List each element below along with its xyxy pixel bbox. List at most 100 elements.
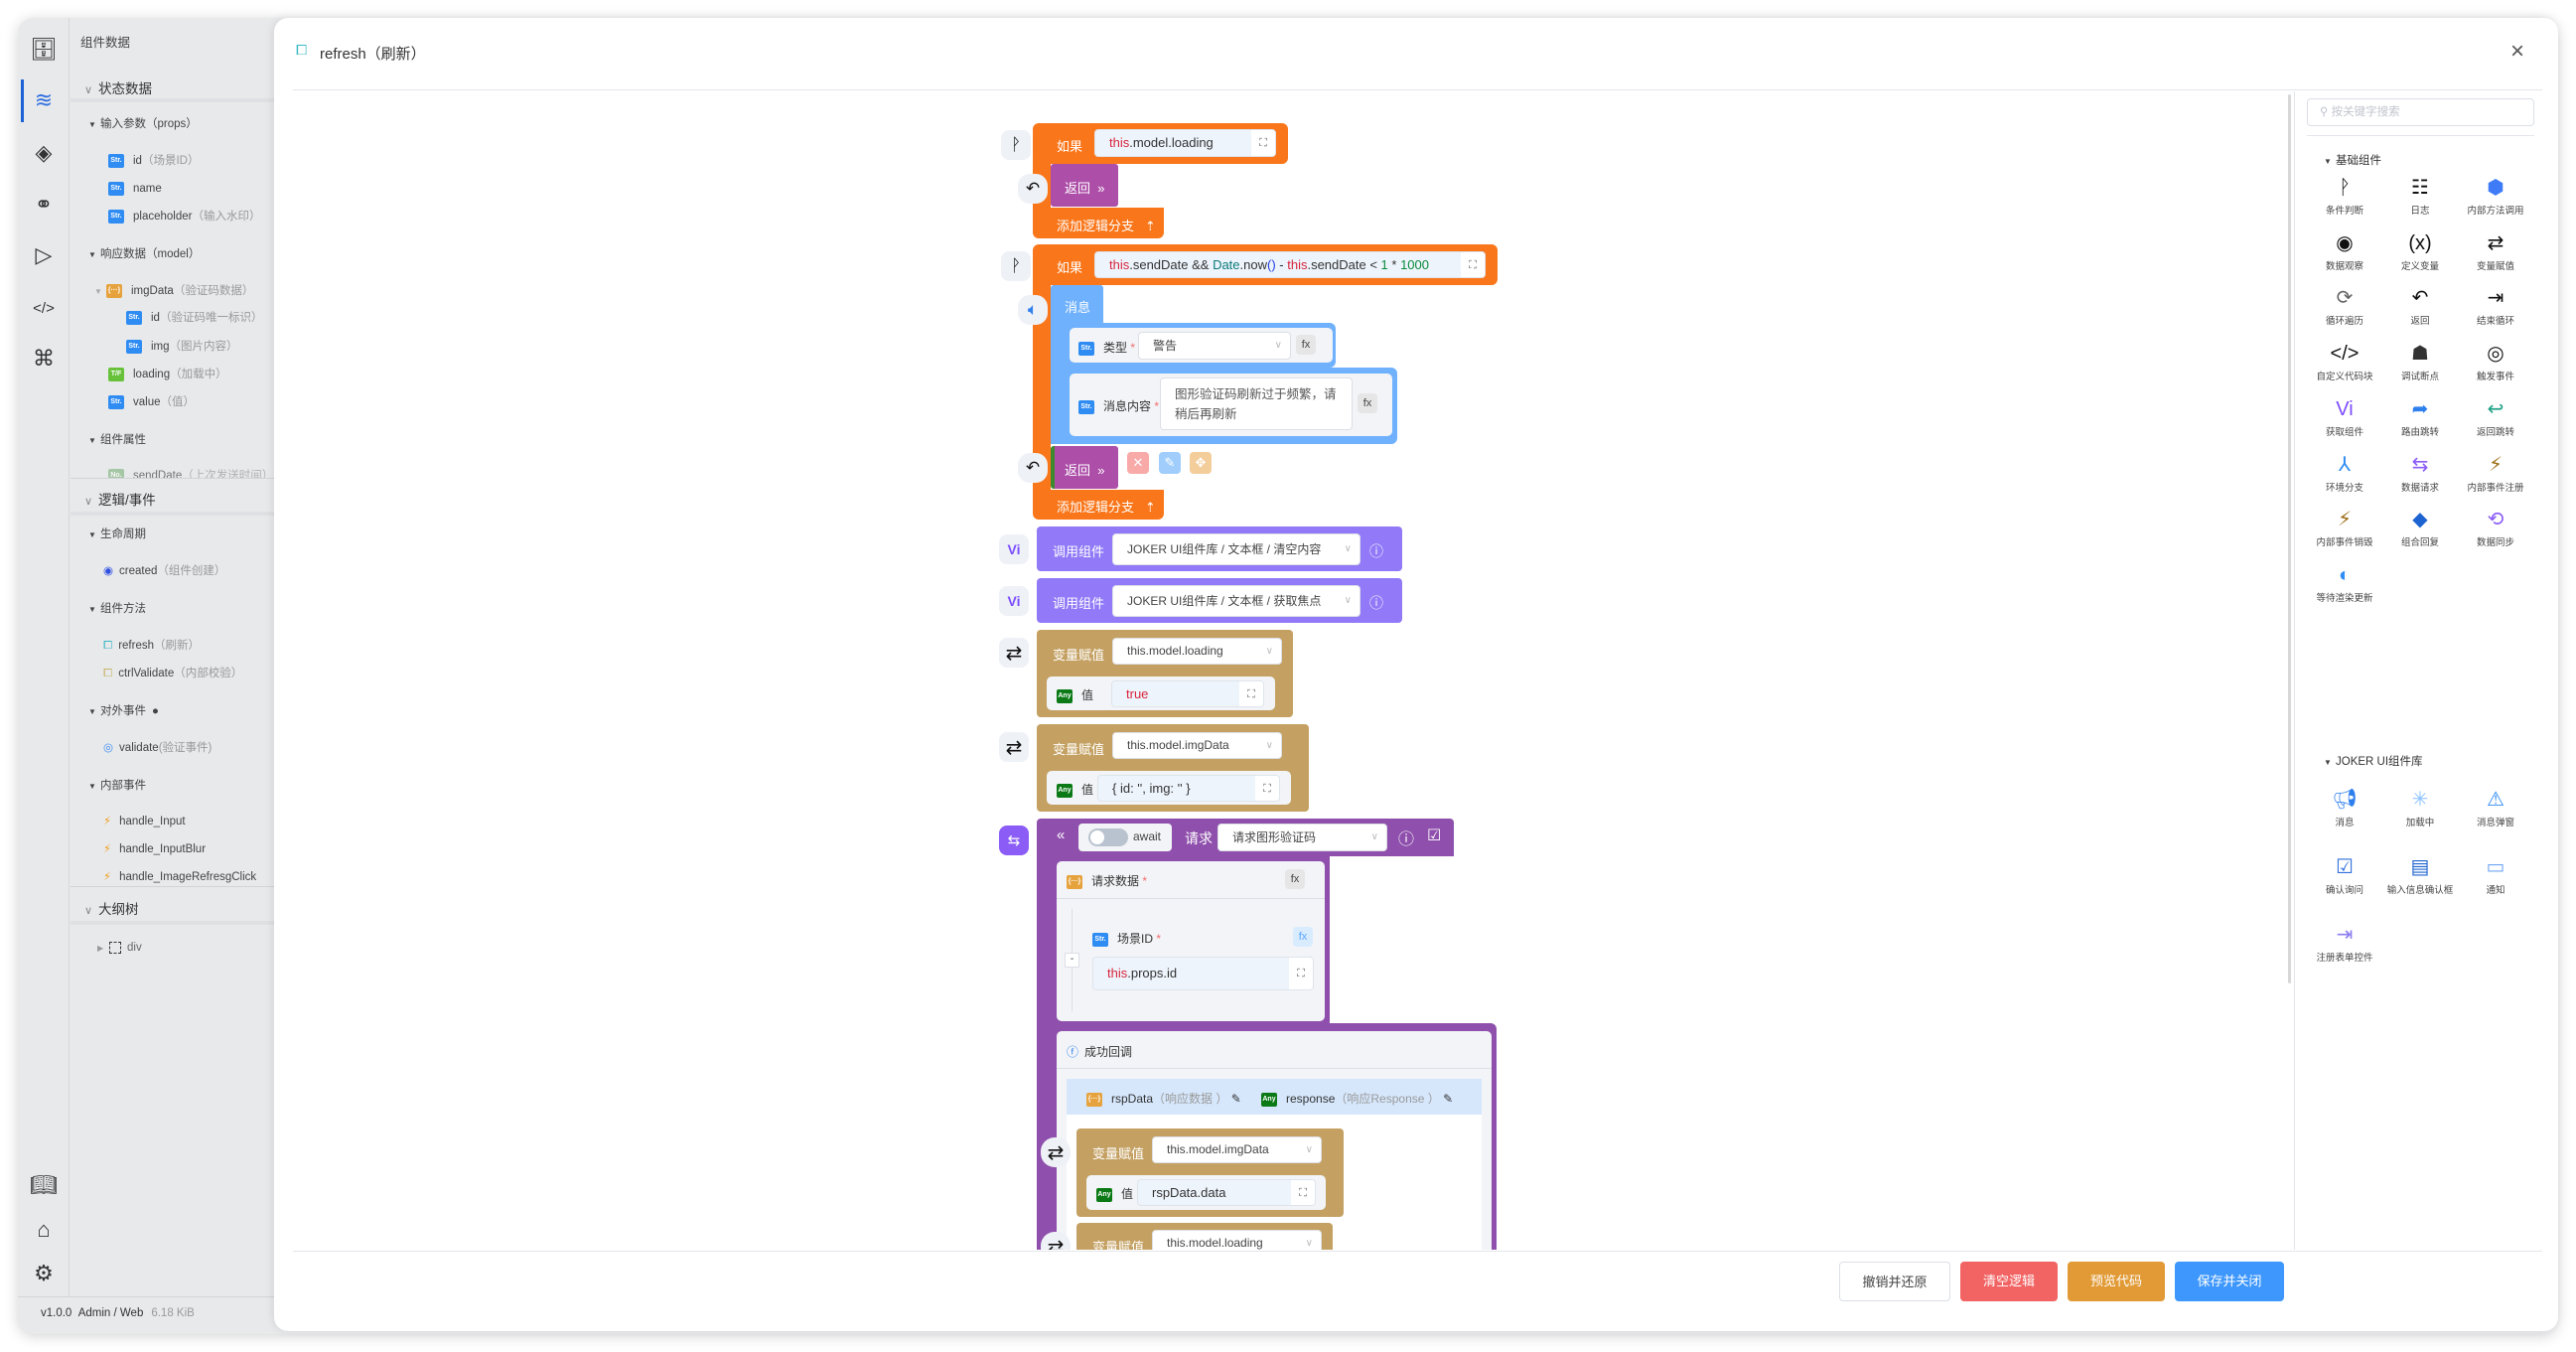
layers-icon[interactable]: ◈ bbox=[35, 140, 53, 165]
tree-item[interactable]: Str.id（验证码唯一标识） bbox=[126, 310, 262, 326]
clipboard-check-icon[interactable]: ☑ bbox=[1427, 827, 1442, 844]
target-variable-select[interactable]: this.model.imgData∨ bbox=[1152, 1136, 1322, 1163]
section-state-data[interactable]: ∨状态数据 bbox=[71, 77, 274, 97]
move-icon[interactable]: ✥ bbox=[1190, 452, 1212, 474]
info-icon[interactable]: ⓘ bbox=[1369, 543, 1383, 559]
vi-icon[interactable]: Vi bbox=[999, 534, 1029, 564]
palette-item[interactable]: ☷日志 bbox=[2382, 175, 2458, 217]
return-icon[interactable]: ↶ bbox=[1018, 453, 1048, 483]
content-textarea[interactable]: 图形验证码刷新过于频繁，请稍后再刷新 bbox=[1160, 377, 1353, 430]
fx-button[interactable]: fx bbox=[1296, 335, 1316, 355]
fx-button[interactable]: fx bbox=[1285, 869, 1305, 889]
palette-item[interactable]: ➦路由跳转 bbox=[2382, 396, 2458, 438]
basic-group-header[interactable]: ▼基础组件 bbox=[2324, 155, 2381, 167]
branch-icon[interactable]: ᚹ bbox=[1001, 130, 1031, 160]
plugin-icon[interactable]: ⚭ bbox=[34, 192, 54, 217]
fx-button[interactable]: fx bbox=[1293, 927, 1313, 947]
tree-item[interactable]: ⧠ctrlValidate（内部校验） bbox=[103, 666, 242, 681]
condition-input[interactable]: this.model.loading⛶ bbox=[1094, 129, 1276, 157]
data-layers-icon[interactable]: ≋ bbox=[34, 87, 54, 112]
branch-icon[interactable]: ᚹ bbox=[1001, 251, 1031, 281]
palette-item[interactable]: ⚠消息弹窗 bbox=[2458, 787, 2533, 828]
tree-item[interactable]: ◉created（组件创建） bbox=[103, 563, 225, 579]
debug-run-icon[interactable]: ▷ bbox=[35, 242, 53, 267]
assign-icon[interactable]: ⇄ bbox=[1041, 1137, 1071, 1167]
assign-icon[interactable]: ⇄ bbox=[999, 732, 1029, 762]
clear-logic-button[interactable]: 清空逻辑 bbox=[1960, 1262, 2058, 1301]
condition-input[interactable]: this.sendDate && Date.now() - this.sendD… bbox=[1094, 251, 1486, 278]
preview-code-button[interactable]: 预览代码 bbox=[2068, 1262, 2165, 1301]
tree-item[interactable]: Str.value（值） bbox=[108, 394, 195, 410]
tree-item[interactable]: ▼{···}imgData（验证码数据） bbox=[94, 283, 253, 300]
fx-button[interactable]: fx bbox=[1358, 393, 1377, 413]
palette-item[interactable]: </>自定义代码块 bbox=[2307, 341, 2382, 382]
palette-item[interactable]: ◆组合回复 bbox=[2382, 507, 2458, 548]
group-model[interactable]: ▼响应数据（model） bbox=[88, 246, 200, 263]
palette-item[interactable]: ⇥注册表单控件 bbox=[2307, 922, 2382, 964]
message-icon[interactable]: 🔈︎ bbox=[1018, 295, 1048, 325]
palette-item[interactable]: ▤输入信息确认框 bbox=[2382, 854, 2458, 896]
palette-item[interactable]: ⇆数据请求 bbox=[2382, 452, 2458, 494]
palette-item[interactable]: ◉数据观察 bbox=[2307, 230, 2382, 272]
delete-icon[interactable]: ✕ bbox=[1127, 452, 1149, 474]
page-icon[interactable]: 🗄︎ bbox=[30, 37, 58, 62]
joker-group-header[interactable]: ▼JOKER UI组件库 bbox=[2324, 756, 2423, 768]
tree-item[interactable]: Str.img（图片内容） bbox=[126, 339, 238, 355]
section-outline[interactable]: ∨大纲树 bbox=[71, 898, 274, 918]
value-input[interactable]: true⛶ bbox=[1111, 680, 1264, 707]
palette-search-input[interactable]: ⚲ 按关键字搜索 bbox=[2307, 98, 2534, 126]
group-attrs[interactable]: ▼组件属性 bbox=[88, 432, 146, 449]
palette-item[interactable]: ↶返回 bbox=[2382, 285, 2458, 327]
palette-item[interactable]: ◐等待渲染更新 bbox=[2307, 562, 2382, 604]
add-branch-button[interactable] bbox=[1033, 490, 1164, 520]
return-icon[interactable]: ↶ bbox=[1018, 174, 1048, 204]
message-block[interactable] bbox=[1051, 285, 1103, 325]
value-input[interactable]: { id: '', img: '' }⛶ bbox=[1097, 775, 1280, 802]
tree-item[interactable]: Str.name bbox=[108, 181, 162, 197]
palette-item[interactable]: 📢︎消息 bbox=[2307, 787, 2382, 828]
palette-item[interactable]: ☗调试断点 bbox=[2382, 341, 2458, 382]
info-icon[interactable]: ⓘ bbox=[1398, 831, 1415, 848]
palette-item[interactable]: ↩返回跳转 bbox=[2458, 396, 2533, 438]
scene-id-input[interactable]: this.props.id⛶ bbox=[1092, 957, 1314, 990]
section-logic-events[interactable]: ∨逻辑/事件 bbox=[71, 489, 274, 509]
group-lifecycle[interactable]: ▼生命周期 bbox=[88, 526, 146, 543]
close-button[interactable]: × bbox=[2510, 38, 2525, 65]
return-block-selected[interactable] bbox=[1051, 446, 1118, 489]
palette-item[interactable]: ▭通知 bbox=[2458, 854, 2533, 896]
canvas-scrollbar[interactable] bbox=[2288, 94, 2291, 983]
vi-icon[interactable]: Vi bbox=[999, 586, 1029, 616]
palette-item[interactable]: ⇄变量赋值 bbox=[2458, 230, 2533, 272]
target-variable-select[interactable]: this.model.loading∨ bbox=[1112, 638, 1282, 665]
palette-item[interactable]: ☑确认询问 bbox=[2307, 854, 2382, 896]
tree-item[interactable]: ⚡handle_InputBlur bbox=[103, 841, 206, 857]
target-variable-select[interactable]: this.model.loading∨ bbox=[1152, 1230, 1322, 1250]
palette-item[interactable]: ⬢内部方法调用 bbox=[2458, 175, 2533, 217]
save-close-button[interactable]: 保存并关闭 bbox=[2175, 1262, 2284, 1301]
value-input[interactable]: rspData.data⛶ bbox=[1137, 1179, 1316, 1206]
outline-node[interactable]: ▶div bbox=[97, 940, 142, 957]
tree-item[interactable]: No.sendDate（上次发送时间） bbox=[108, 468, 273, 478]
group-external-events[interactable]: ▼对外事件● bbox=[88, 703, 159, 720]
palette-item[interactable]: ⚡内部事件销毁 bbox=[2307, 507, 2382, 548]
component-method-select[interactable]: JOKER UI组件库 / 文本框 / 清空内容∨ bbox=[1112, 533, 1360, 565]
tree-item[interactable]: ⚡handle_ImageRefresgClick bbox=[103, 869, 256, 885]
palette-item[interactable]: ⟳循环遍历 bbox=[2307, 285, 2382, 327]
add-branch-button[interactable] bbox=[1033, 208, 1164, 238]
expand-icon[interactable]: ⛶ bbox=[1251, 130, 1275, 156]
return-block[interactable] bbox=[1051, 164, 1118, 207]
request-icon[interactable]: ⇆ bbox=[999, 826, 1029, 855]
component-method-select[interactable]: JOKER UI组件库 / 文本框 / 获取焦点∨ bbox=[1112, 585, 1360, 617]
target-variable-select[interactable]: this.model.imgData∨ bbox=[1112, 732, 1282, 759]
assign-icon[interactable]: ⇄ bbox=[1041, 1232, 1071, 1250]
request-select[interactable]: 请求图形验证码∨ bbox=[1217, 824, 1387, 851]
palette-item[interactable]: ⇥结束循环 bbox=[2458, 285, 2533, 327]
palette-item[interactable]: ⟲数据同步 bbox=[2458, 507, 2533, 548]
collapse-button[interactable]: - bbox=[1065, 953, 1079, 968]
home-icon[interactable]: ⌂ bbox=[37, 1217, 51, 1242]
tree-item[interactable]: ⚡handle_Input bbox=[103, 814, 186, 829]
collapse-icon[interactable]: « bbox=[1057, 826, 1066, 843]
bulb-icon[interactable]: ● bbox=[152, 705, 159, 717]
